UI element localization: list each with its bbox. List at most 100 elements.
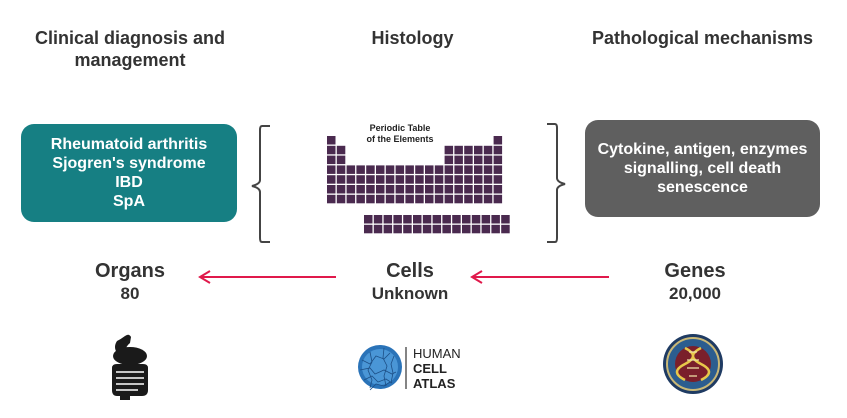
header-clinical: Clinical diagnosis and management — [34, 28, 226, 70]
element-cell — [442, 224, 451, 234]
element-cell — [415, 165, 424, 174]
element-cell — [364, 215, 373, 224]
disease-item: IBD — [115, 174, 143, 191]
element-cell — [464, 165, 473, 174]
element-cell — [432, 224, 442, 234]
genes-label: Genes 20,000 — [640, 259, 750, 305]
element-cell — [474, 165, 483, 174]
element-cell — [346, 185, 356, 194]
element-cell — [471, 215, 481, 224]
cells-count: Unknown — [371, 284, 449, 303]
hca-line3: ATLAS — [413, 376, 456, 391]
element-cell — [464, 185, 473, 194]
element-cell — [403, 224, 412, 234]
element-cell — [464, 155, 473, 165]
element-cell — [356, 165, 365, 174]
element-cell — [483, 145, 493, 155]
organs-count: 80 — [120, 284, 140, 303]
element-cell — [452, 215, 461, 224]
genes-name: Genes — [664, 260, 726, 282]
element-cell — [373, 215, 383, 224]
element-cell — [422, 224, 432, 234]
element-cell — [346, 175, 356, 184]
element-cell — [393, 224, 402, 234]
element-cell — [356, 194, 365, 204]
element-cell — [327, 136, 336, 145]
element-cell — [454, 165, 463, 174]
element-cell — [327, 175, 336, 184]
element-cell — [434, 175, 444, 184]
element-cell — [464, 175, 473, 184]
element-cell — [474, 145, 483, 155]
element-cell — [491, 224, 500, 234]
element-cell — [383, 224, 393, 234]
element-cell — [444, 145, 454, 155]
mechanism-item: signalling, cell death — [623, 160, 782, 177]
element-cell — [403, 215, 412, 224]
element-cell — [452, 224, 461, 234]
element-cell — [462, 224, 471, 234]
periodic-table-icon — [327, 136, 510, 234]
periodic-table-title: Periodic Table of the Elements — [340, 123, 460, 145]
element-cell — [364, 224, 373, 234]
element-cell — [483, 155, 493, 165]
periodic-title-line2: of the Elements — [366, 134, 434, 144]
element-cell — [454, 175, 463, 184]
arrow-genes-to-cells — [470, 270, 609, 284]
element-cell — [442, 215, 451, 224]
element-cell — [383, 215, 393, 224]
element-cell — [376, 185, 385, 194]
element-cell — [356, 185, 365, 194]
disease-item: SpA — [113, 193, 145, 210]
element-cell — [376, 175, 385, 184]
element-cell — [462, 215, 471, 224]
arrow-cells-to-organs — [198, 270, 336, 284]
element-cell — [405, 165, 414, 174]
mechanism-item: senescence — [657, 179, 748, 196]
element-cell — [493, 136, 503, 145]
element-cell — [385, 185, 395, 194]
element-cell — [483, 175, 493, 184]
element-cell — [493, 165, 503, 174]
element-cell — [327, 194, 336, 204]
element-cell — [464, 145, 473, 155]
element-cell — [425, 194, 434, 204]
element-cell — [454, 194, 463, 204]
element-cell — [366, 165, 375, 174]
element-cell — [474, 194, 483, 204]
element-cell — [346, 194, 356, 204]
element-cell — [493, 145, 503, 155]
element-cell — [385, 165, 395, 174]
element-cell — [346, 165, 356, 174]
element-cell — [366, 185, 375, 194]
left-bracket — [251, 125, 270, 243]
element-cell — [327, 185, 336, 194]
element-cell — [425, 165, 434, 174]
element-cell — [493, 175, 503, 184]
element-cell — [425, 185, 434, 194]
element-cell — [405, 175, 414, 184]
element-cell — [336, 145, 346, 155]
element-cell — [434, 194, 444, 204]
human-cell-atlas-logo — [358, 345, 407, 391]
disease-list-box: Rheumatoid arthritis Sjogren's syndrome … — [21, 124, 237, 222]
hca-line1: HUMAN — [413, 346, 461, 361]
element-cell — [327, 155, 336, 165]
element-cell — [444, 155, 454, 165]
mechanisms-box: Cytokine, antigen, enzymes signalling, c… — [585, 120, 820, 217]
element-cell — [444, 194, 454, 204]
element-cell — [395, 175, 405, 184]
cells-label: Cells Unknown — [350, 259, 470, 305]
element-cell — [491, 215, 500, 224]
element-cell — [405, 185, 414, 194]
element-cell — [464, 194, 473, 204]
element-cell — [493, 194, 503, 204]
element-cell — [415, 175, 424, 184]
organs-label: Organs 80 — [80, 259, 180, 305]
periodic-title-line1: Periodic Table — [369, 123, 431, 133]
mechanism-item: Cytokine, antigen, enzymes — [597, 141, 808, 158]
element-cell — [493, 185, 503, 194]
element-cell — [425, 175, 434, 184]
genomics-seal-icon — [663, 334, 723, 394]
